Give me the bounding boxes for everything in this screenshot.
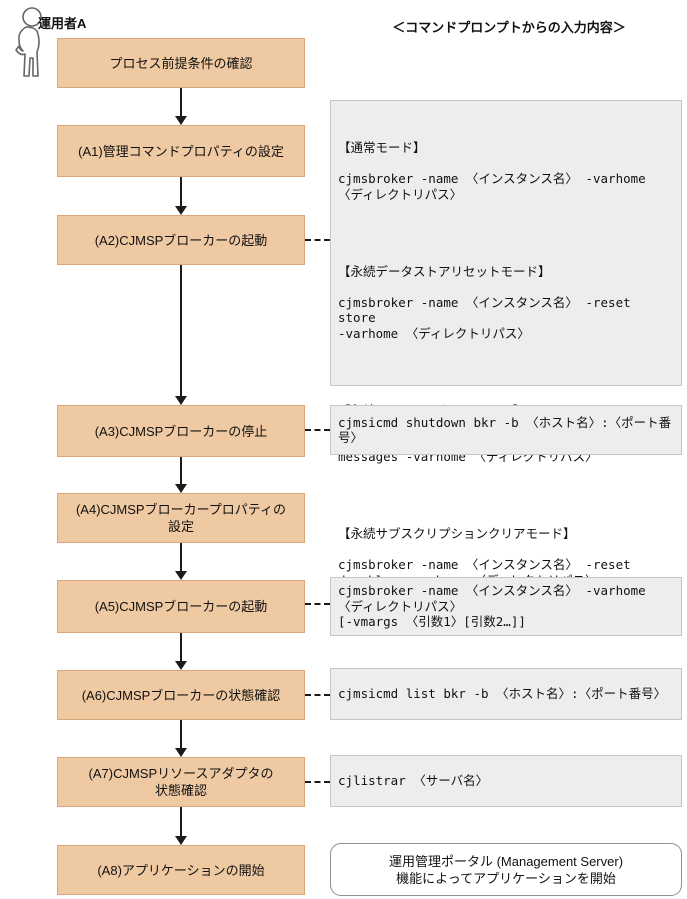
command-box-a3: cjmsicmd shutdown bkr -b 〈ホスト名〉:〈ポート番号〉: [330, 405, 682, 455]
command-column-title: ＜コマンドプロンプトからの入力内容＞: [392, 20, 626, 35]
flow-line: [180, 720, 182, 749]
actor-label: 運用者A: [38, 16, 87, 31]
step-a5: (A5)CJMSPブローカーの起動: [57, 580, 305, 633]
command-box-a6: cjmsicmd list bkr -b 〈ホスト名〉:〈ポート番号〉: [330, 668, 682, 720]
flow-arrowhead: [175, 836, 187, 845]
dashed-connector-a2: [305, 239, 330, 241]
flow-line: [180, 177, 182, 206]
step-a2: (A2)CJMSPブローカーの起動: [57, 215, 305, 265]
command-box-a5: cjmsbroker -name 〈インスタンス名〉 -varhome 〈ディレ…: [330, 577, 682, 636]
flow-arrowhead: [175, 206, 187, 215]
flow-line: [180, 265, 182, 397]
step-a3: (A3)CJMSPブローカーの停止: [57, 405, 305, 457]
operator-person-icon: [8, 6, 52, 85]
flow-line: [180, 633, 182, 662]
step-a8: (A8)アプリケーションの開始: [57, 845, 305, 895]
flow-line: [180, 457, 182, 485]
mode-store-reset: 【永続データストアリセットモード】 cjmsbroker -name 〈インスタ…: [338, 248, 674, 357]
mode-command: cjmsbroker -name 〈インスタンス名〉 -reset store …: [338, 294, 631, 341]
flow-arrowhead: [175, 661, 187, 670]
flow-line: [180, 88, 182, 117]
flow-line: [180, 807, 182, 837]
step-a6: (A6)CJMSPブローカーの状態確認: [57, 670, 305, 720]
flow-arrowhead: [175, 484, 187, 493]
command-box-a2-modes: 【通常モード】 cjmsbroker -name 〈インスタンス名〉 -varh…: [330, 100, 682, 588]
step-a1: (A1)管理コマンドプロパティの設定: [57, 125, 305, 177]
flow-line: [180, 543, 182, 572]
mode-command: cjmsbroker -name 〈インスタンス名〉 -varhome 〈ディレ…: [338, 171, 646, 202]
mode-normal: 【通常モード】 cjmsbroker -name 〈インスタンス名〉 -varh…: [338, 125, 674, 218]
dashed-connector-a6: [305, 694, 330, 696]
flow-arrowhead: [175, 116, 187, 125]
flow-arrowhead: [175, 748, 187, 757]
step-a7: (A7)CJMSPリソースアダプタの 状態確認: [57, 757, 305, 807]
dashed-connector-a7: [305, 781, 330, 783]
mode-heading: 【永続サブスクリプションクリアモード】: [338, 526, 576, 541]
flow-arrowhead: [175, 396, 187, 405]
note-box-a8: 運用管理ポータル (Management Server) 機能によってアプリケー…: [330, 843, 682, 896]
flow-arrowhead: [175, 571, 187, 580]
mode-heading: 【通常モード】: [338, 140, 426, 155]
step-a4: (A4)CJMSPブローカープロパティの 設定: [57, 493, 305, 543]
step-precondition: プロセス前提条件の確認: [57, 38, 305, 88]
dashed-connector-a5: [305, 603, 330, 605]
command-box-a7: cjlistrar 〈サーバ名〉: [330, 755, 682, 807]
mode-heading: 【永続データストアリセットモード】: [338, 263, 551, 279]
dashed-connector-a3: [305, 429, 330, 431]
